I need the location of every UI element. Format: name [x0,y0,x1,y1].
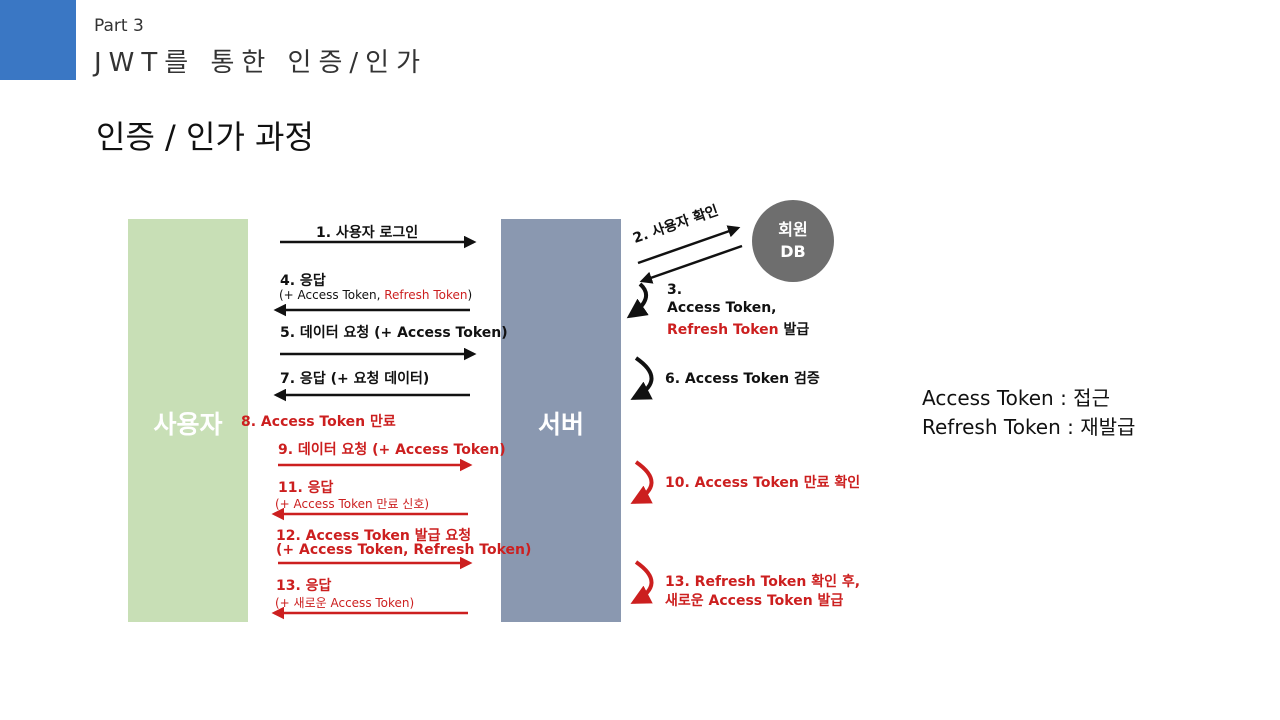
header-accent-bar [0,0,76,80]
server-label: 서버 [537,410,584,439]
step-10-label: 10. Access Token 만료 확인 [665,475,861,491]
step-5-label: 5. 데이터 요청 (+ Access Token) [280,325,508,341]
arrow-2-user-check [637,225,741,265]
step-4-sub: (+ Access Token, Refresh Token) [279,288,472,302]
step-11-sub: (+ Access Token 만료 신호) [275,497,430,511]
note-refresh-token: Refresh Token : 재발급 [922,415,1136,439]
server-column [501,219,621,622]
page-title: 인증 / 인가 과정 [96,118,314,156]
step-12-label: 12. Access Token 발급 요청 [276,528,472,544]
step-4-label: 4. 응답 [280,273,326,289]
arrow-3-db-return [639,244,743,284]
step-13-sub: (+ 새로운 Access Token) [275,596,415,610]
db-label-member: 회원 [778,220,808,239]
step-8-label: 8. Access Token 만료 [241,414,396,430]
step-1-label: 1. 사용자 로그인 [316,225,419,241]
member-db-node: 회원 DB [752,200,834,282]
note-access-token: Access Token : 접근 [922,386,1110,410]
step-3-refresh-token: Refresh Token [667,322,779,338]
curve-10-expire-check [630,460,654,504]
step-7-label: 7. 응답 (+ 요청 데이터) [280,371,430,387]
step-11-label: 11. 응답 [278,480,334,496]
step-3-number: 3. [667,282,683,298]
step-4-sub-b: ) [467,288,473,302]
step-6-label: 6. Access Token 검증 [665,371,820,387]
section-subtitle: JWT를 통한 인증/인가 [94,48,427,78]
step-3-line-1: Access Token, [667,300,777,316]
step-12-sub: (+ Access Token, Refresh Token) [276,542,532,558]
step-13-right-line-2: 새로운 Access Token 발급 [665,593,844,609]
curve-3-issue [626,282,649,319]
user-label: 사용자 [153,410,223,439]
db-label-db: DB [780,242,806,261]
step-4-sub-a: (+ Access Token, [279,288,385,302]
part-label: Part 3 [94,16,144,36]
user-column [128,219,248,622]
step-13-label: 13. 응답 [276,578,332,594]
step-3-issue: 발급 [778,322,810,338]
step-3-line-2: Refresh Token 발급 [667,319,809,339]
step-13-right-line-1: 13. Refresh Token 확인 후, [665,574,861,590]
curve-13-reissue [630,560,654,604]
step-9-label: 9. 데이터 요청 (+ Access Token) [278,442,506,458]
curve-6-verify [630,356,654,400]
step-4-sub-refresh: Refresh Token [384,288,468,302]
